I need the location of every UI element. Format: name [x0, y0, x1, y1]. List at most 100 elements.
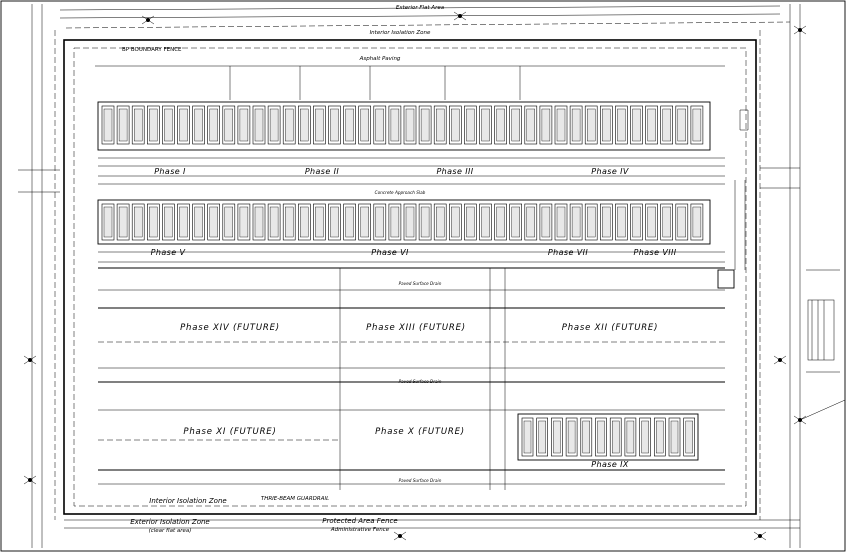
drain-label: Paved Surface Drain	[399, 478, 442, 483]
cask-module-inner	[330, 108, 339, 142]
guardrail-label: THRIE-BEAM GUARDRAIL	[261, 496, 329, 502]
cask-module-inner	[254, 206, 264, 238]
cask-module-inner	[571, 206, 581, 238]
cask-module-inner	[692, 206, 702, 238]
exterior-isolation-label: Exterior Isolation Zone	[130, 518, 210, 526]
cask-row-2	[101, 203, 704, 241]
lamp-post-icon	[753, 531, 767, 541]
cask-module-inner	[553, 420, 561, 454]
cask-module-inner	[662, 206, 671, 238]
cask-module-inner	[103, 108, 113, 142]
cask-module-inner	[269, 108, 279, 142]
cask-module-inner	[118, 108, 128, 142]
cask-module-inner	[345, 108, 354, 142]
cask-module-inner	[647, 108, 656, 142]
cask-module-inner	[526, 206, 535, 238]
cask-module-inner	[390, 108, 400, 142]
lamp-post-icon	[141, 15, 155, 25]
cask-module-inner	[345, 206, 354, 238]
phase-label: Phase IV	[591, 167, 629, 176]
cask-module-inner	[626, 420, 635, 454]
future-phase-label: Phase XII (FUTURE)	[562, 323, 658, 333]
cask-module-inner	[436, 206, 445, 238]
cask-module-inner	[194, 108, 203, 142]
cask-module-inner	[118, 206, 128, 238]
phase-label: Phase II	[305, 167, 340, 176]
cask-module-inner	[269, 206, 279, 238]
future-phase-label: Phase XIV (FUTURE)	[180, 323, 280, 333]
future-phase-label: Phase XI (FUTURE)	[183, 427, 276, 437]
cask-row-1	[101, 105, 704, 145]
cask-module-inner	[511, 206, 520, 238]
cask-row-3	[521, 417, 696, 457]
cask-module-inner	[597, 420, 605, 454]
admin-fence-label: Administrative Fence	[330, 527, 390, 533]
cask-module-inner	[587, 206, 596, 238]
lamp-post-icon	[793, 25, 807, 35]
cask-module-inner	[375, 206, 384, 238]
cask-module-inner	[179, 108, 188, 142]
phase-label: Phase V	[151, 248, 186, 257]
cask-module-inner	[567, 420, 576, 454]
lamp-post-icon	[453, 11, 467, 21]
future-area-grid: Paved Surface Drain Paved Surface Drain …	[98, 267, 725, 490]
cask-module-inner	[315, 108, 324, 142]
cask-module-inner	[541, 206, 551, 238]
cask-module-inner	[300, 206, 309, 238]
approach-slab-label: Concrete Approach Slab	[375, 190, 426, 195]
cask-module-inner	[670, 420, 679, 454]
cask-module-inner	[330, 206, 339, 238]
lamp-post-icon	[773, 355, 787, 365]
cask-module-inner	[496, 108, 505, 142]
cask-module-inner	[420, 108, 430, 142]
protected-fence-label: Protected Area Fence	[322, 517, 397, 525]
protected-area-boundary	[63, 39, 757, 515]
cask-module-inner	[239, 108, 249, 142]
cask-module-inner	[133, 108, 143, 142]
top-exterior-flat-label: Exterior Flat Area	[396, 5, 445, 11]
cask-module-inner	[617, 108, 626, 142]
future-phase-label: Phase X (FUTURE)	[375, 427, 465, 437]
cask-module-inner	[405, 206, 415, 238]
cask-module-inner	[641, 420, 649, 454]
cask-module-inner	[164, 206, 173, 238]
cask-module-inner	[692, 108, 702, 142]
cask-module-inner	[405, 108, 415, 142]
cask-module-inner	[496, 206, 505, 238]
cask-module-inner	[209, 206, 218, 238]
phase-label: Phase IX	[591, 460, 629, 469]
right-road	[759, 4, 846, 548]
dimension-ticks	[18, 167, 840, 373]
cask-module-inner	[436, 108, 445, 142]
phase-label: Phase I	[154, 167, 186, 176]
cask-module-inner	[511, 108, 520, 142]
row2-pads: Concrete Approach Slab	[97, 190, 725, 263]
cask-module-inner	[194, 206, 203, 238]
cask-module-inner	[285, 108, 294, 142]
cask-module-inner	[254, 108, 264, 142]
lamp-post-icon	[23, 475, 37, 485]
lamp-post-icon	[23, 355, 37, 365]
cask-module-inner	[662, 108, 671, 142]
cask-module-inner	[375, 108, 384, 142]
cask-module-inner	[149, 206, 158, 238]
cask-module-inner	[420, 206, 430, 238]
cask-module-inner	[612, 420, 620, 454]
drain-label: Paved Surface Drain	[399, 281, 442, 286]
phase-label: Phase VI	[371, 248, 409, 257]
lamp-post-icon	[793, 415, 807, 425]
row1-pads	[97, 101, 725, 185]
cask-module-inner	[571, 108, 581, 142]
cask-module-inner	[285, 206, 294, 238]
cask-module-inner	[556, 108, 566, 142]
top-interior-isolation-label: Interior Isolation Zone	[370, 30, 431, 36]
cask-module-inner	[360, 108, 369, 142]
cask-module-inner	[556, 206, 566, 238]
cask-module-inner	[481, 108, 490, 142]
drain-label: Paved Surface Drain	[399, 379, 442, 384]
cask-module-inner	[390, 206, 400, 238]
exterior-isolation-sub-label: (clear flat area)	[149, 528, 192, 534]
cask-module-inner	[179, 206, 188, 238]
cask-module-inner	[602, 108, 611, 142]
